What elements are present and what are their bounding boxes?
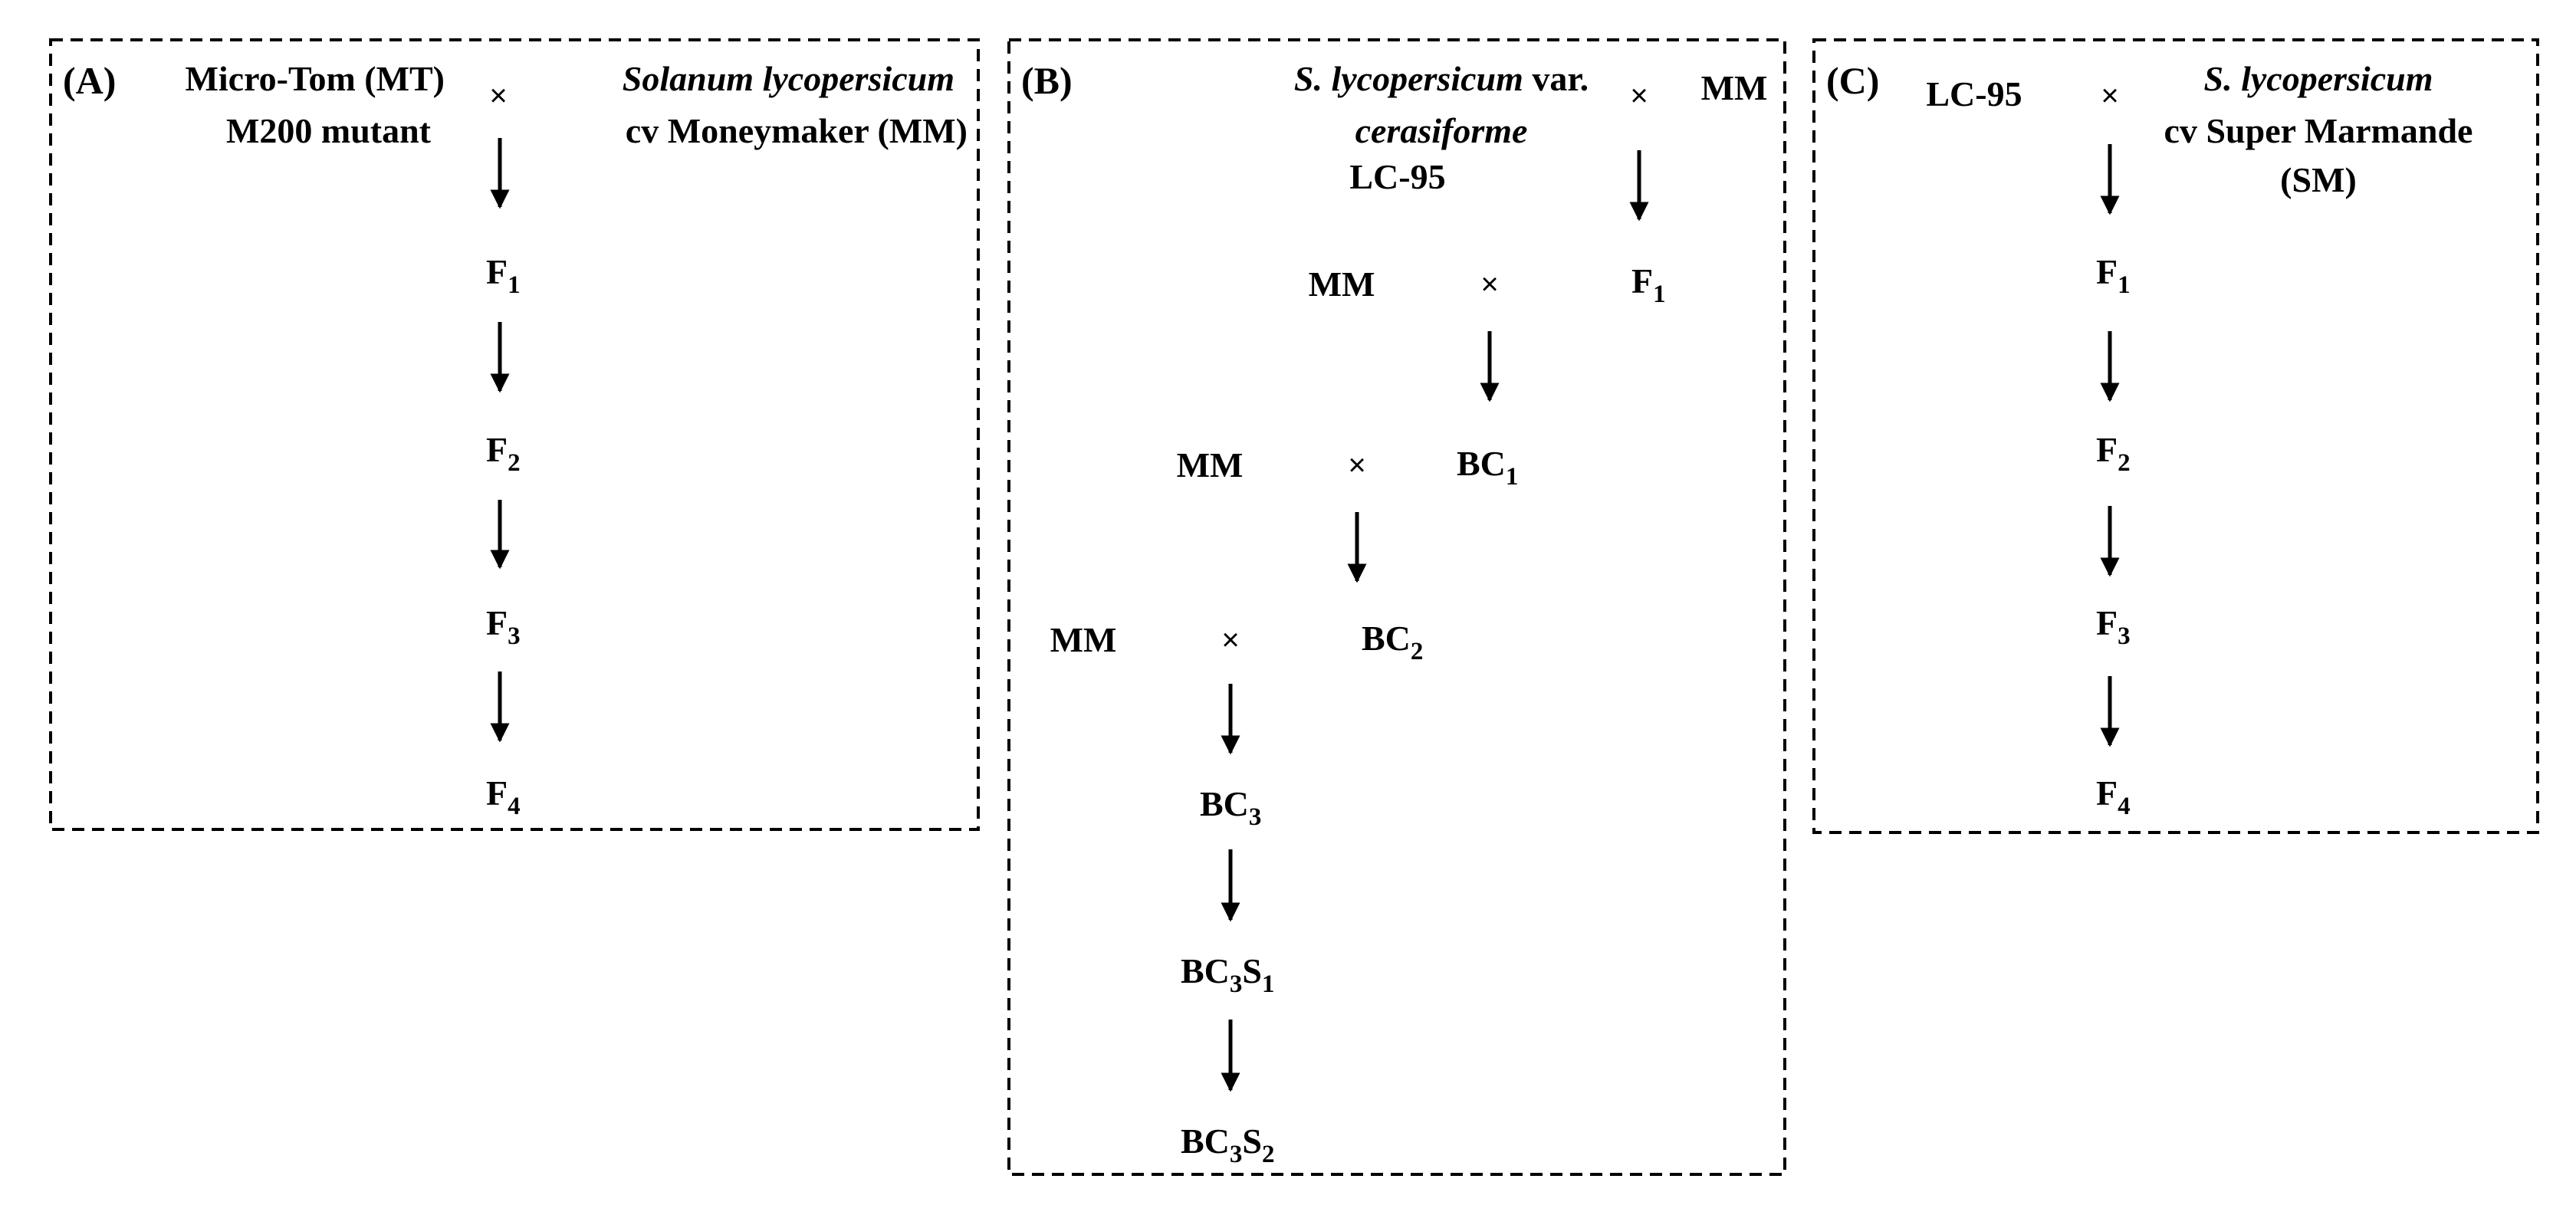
panel-b: (B) S. lycopersicum var. cerasiforme LC-…: [1007, 38, 1786, 1176]
panel-b-recurrent-parent-2: MM: [1177, 445, 1244, 484]
panel-c-border: [1812, 38, 2539, 834]
panel-a-gen-f2: F2: [486, 430, 521, 477]
panel-a-parent-left-line1: Micro-Tom (MT): [185, 59, 445, 98]
panel-b-bc3s1: BC3S1: [1181, 951, 1275, 998]
panel-b-border: [1007, 38, 1786, 1176]
panel-a: (A) Micro-Tom (MT) M200 mutant × Solanum…: [49, 38, 980, 831]
panel-b-recurrent-parent-1: MM: [1309, 264, 1375, 304]
panel-a-gen-f4: F4: [486, 773, 521, 820]
panel-c-gen-f1: F1: [2096, 252, 2131, 299]
panel-c-gen-f3: F3: [2096, 603, 2131, 650]
panel-b-parent-left-line2: cerasiforme: [1355, 111, 1528, 150]
panel-b-f1: F1: [1631, 261, 1666, 308]
panel-c-parent-left: LC-95: [1926, 74, 2022, 113]
panel-c-parent-right-line3: (SM): [2280, 160, 2357, 199]
panel-b-bc1: BC1: [1457, 444, 1518, 491]
panel-c-gen-f2: F2: [2096, 430, 2131, 477]
panel-b-label: (B): [1021, 59, 1073, 102]
panel-a-cross-symbol: ×: [489, 79, 507, 113]
panel-a-label: (A): [63, 59, 116, 102]
panel-c-gen-f4: F4: [2096, 773, 2131, 820]
panel-c-parent-right-line1: S. lycopersicum: [2204, 59, 2433, 98]
panel-a-parent-right-line2: cv Moneymaker (MM): [626, 111, 968, 150]
panel-b-cross-symbol-2: ×: [1480, 268, 1498, 301]
panel-c: (C) LC-95 × S. lycopersicum cv Super Mar…: [1812, 38, 2539, 834]
panel-b-parent-left-line1: S. lycopersicum var.: [1294, 59, 1589, 98]
panel-a-gen-f3: F3: [486, 603, 521, 650]
panel-c-label: (C): [1826, 59, 1879, 102]
panel-b-bc3: BC3: [1200, 784, 1261, 831]
panel-a-parent-left-line2: M200 mutant: [226, 111, 432, 150]
panel-b-parent-right: MM: [1701, 68, 1768, 107]
panel-b-cross-symbol-3: ×: [1348, 448, 1365, 482]
panel-b-recurrent-parent-3: MM: [1050, 620, 1117, 659]
panel-b-cross-symbol-4: ×: [1221, 623, 1239, 657]
panel-b-cross-symbol-1: ×: [1630, 79, 1648, 113]
panel-c-cross-symbol: ×: [2101, 79, 2118, 113]
panel-b-parent-left-line3: LC-95: [1349, 157, 1445, 196]
panel-c-parent-right-line2: cv Super Marmande: [2164, 111, 2473, 150]
panel-b-bc2: BC2: [1362, 619, 1423, 665]
panel-a-parent-right-line1: Solanum lycopersicum: [623, 59, 955, 98]
panel-b-bc3s2: BC3S2: [1181, 1121, 1275, 1168]
panel-a-gen-f1: F1: [486, 252, 521, 299]
panel-a-border: [49, 38, 980, 831]
